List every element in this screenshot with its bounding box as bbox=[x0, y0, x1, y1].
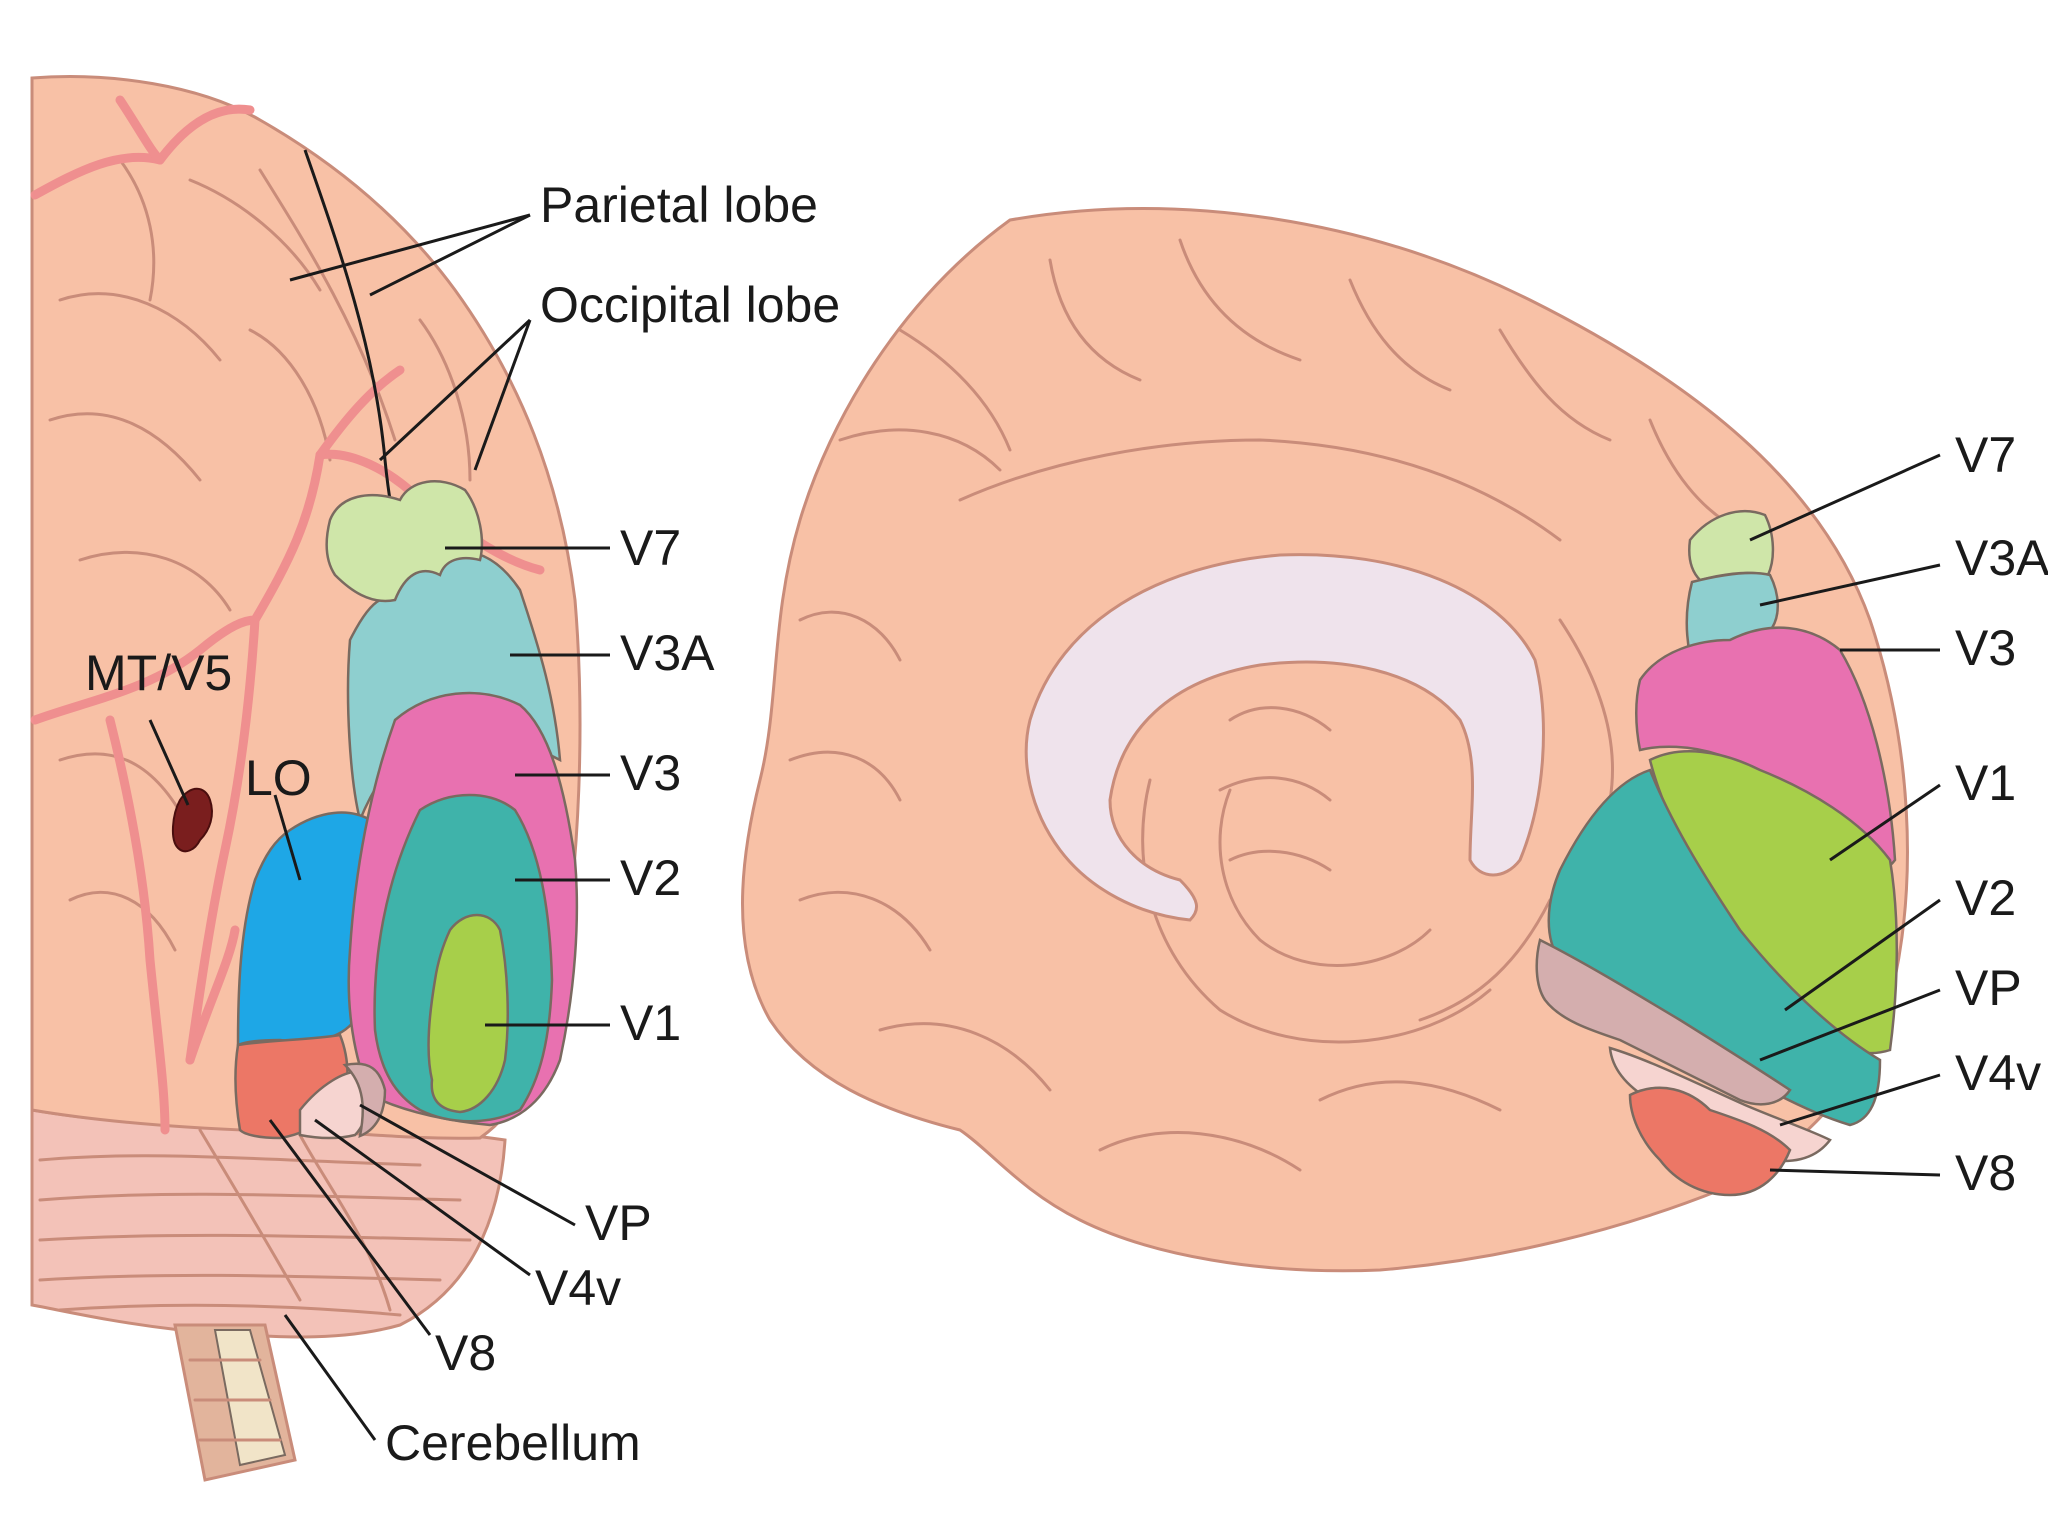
label-left-v3: V3 bbox=[620, 745, 681, 801]
label-mt-v5: MT/V5 bbox=[85, 645, 232, 701]
label-left-v8: V8 bbox=[435, 1325, 496, 1381]
label-occipital-lobe: Occipital lobe bbox=[540, 277, 840, 333]
label-left-v3a: V3A bbox=[620, 625, 715, 681]
label-left-v7: V7 bbox=[620, 520, 681, 576]
left-mt-v5-region bbox=[172, 787, 213, 853]
label-right-v7: V7 bbox=[1955, 427, 2016, 483]
label-left-v4v: V4v bbox=[535, 1260, 621, 1316]
label-right-vp: VP bbox=[1955, 960, 2022, 1016]
label-lo: LO bbox=[245, 750, 312, 806]
label-right-v3a: V3A bbox=[1955, 530, 2048, 586]
label-left-v2: V2 bbox=[620, 850, 681, 906]
cerebellum-folia bbox=[38, 1128, 472, 1317]
right-gyri bbox=[788, 238, 1742, 1172]
corpus-callosum-shape bbox=[1024, 553, 1545, 922]
right-v8-region bbox=[1628, 1086, 1792, 1197]
brainstem-core bbox=[213, 1329, 287, 1467]
label-right-v4v: V4v bbox=[1955, 1045, 2041, 1101]
label-right-v1: V1 bbox=[1955, 755, 2016, 811]
left-v7-region bbox=[325, 480, 484, 603]
label-cerebellum: Cerebellum bbox=[385, 1415, 641, 1471]
right-vp-region bbox=[1535, 938, 1792, 1106]
left-v1-region bbox=[427, 913, 509, 1114]
cerebellum-shape bbox=[30, 1108, 507, 1339]
label-right-v3: V3 bbox=[1955, 620, 2016, 676]
label-left-vp: VP bbox=[585, 1195, 652, 1251]
left-vp-region bbox=[342, 1062, 387, 1139]
label-left-v1: V1 bbox=[620, 995, 681, 1051]
label-parietal-lobe: Parietal lobe bbox=[540, 177, 818, 233]
left-brain-view: Parietal lobe Occipital lobe V7 V3A V3 V… bbox=[30, 75, 840, 1482]
label-right-v2: V2 bbox=[1955, 870, 2016, 926]
label-right-v8: V8 bbox=[1955, 1145, 2016, 1201]
right-brain-view: V7 V3A V3 V1 V2 VP V4v V8 bbox=[741, 207, 2048, 1273]
